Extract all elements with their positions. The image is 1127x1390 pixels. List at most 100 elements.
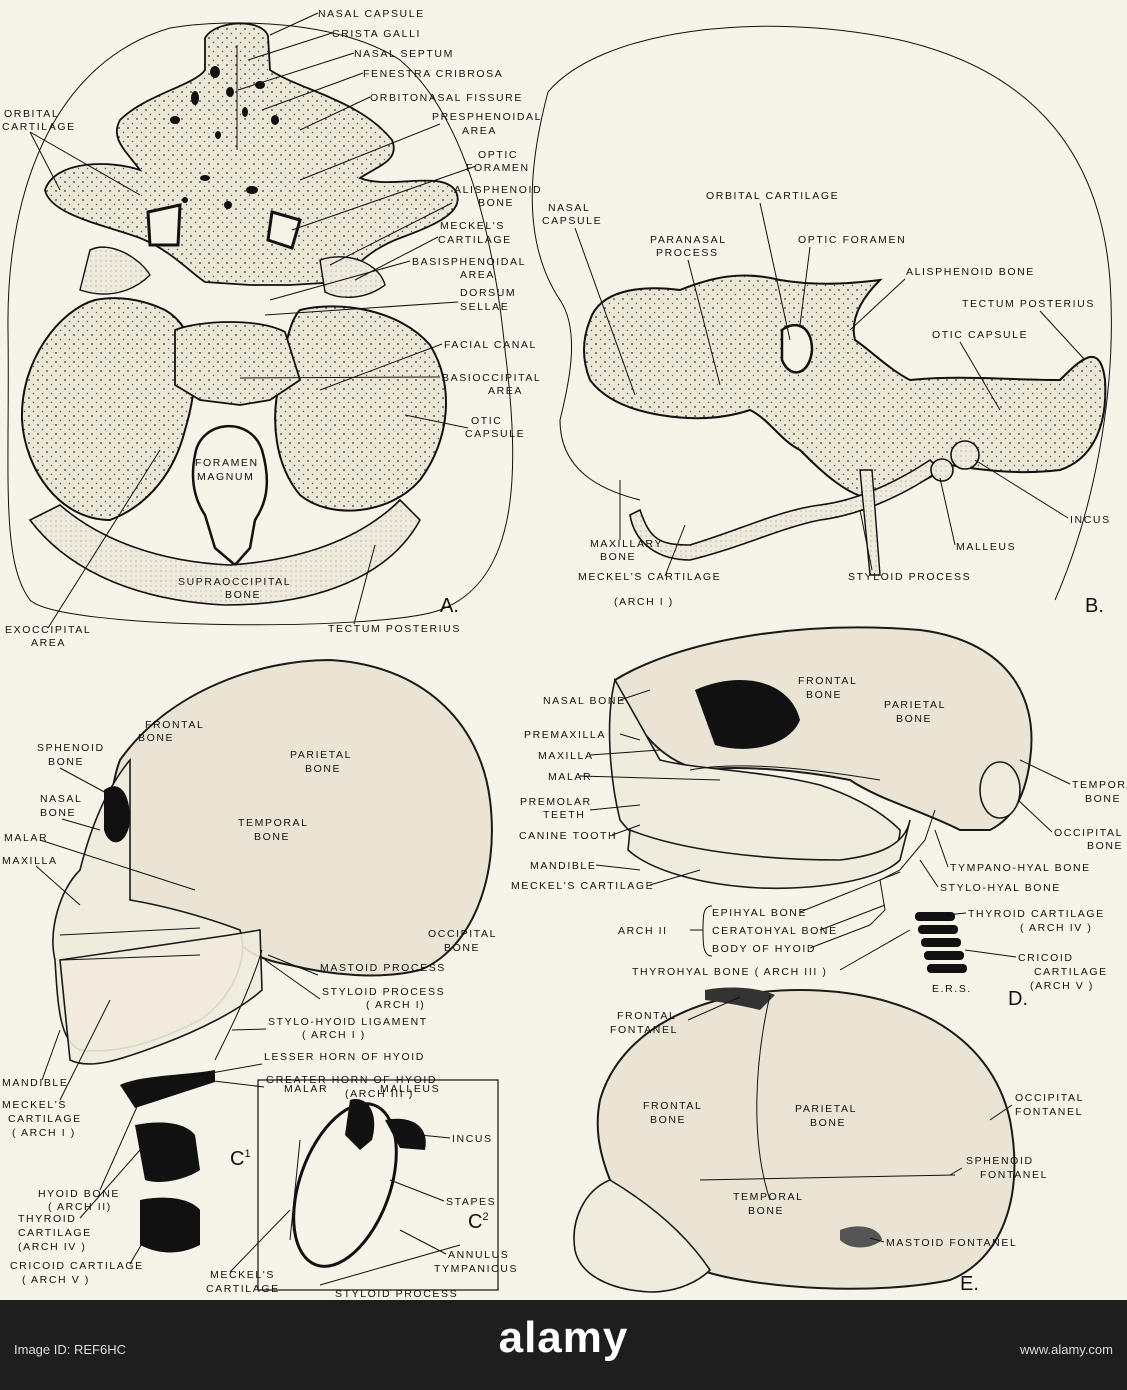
label-d-meckel: MECKEL'S CARTILAGE: [511, 880, 654, 892]
label-e-occipital-font-2: FONTANEL: [1015, 1106, 1083, 1118]
label-d-parietal-1: PARIETAL: [884, 699, 946, 711]
label-d-frontal-1: FRONTAL: [798, 675, 857, 687]
label-c-stylohyoid-1: STYLO-HYOID LIGAMENT: [268, 1016, 428, 1028]
label-e-parietal-1: PARIETAL: [795, 1103, 857, 1115]
label-c-thyroid-1: THYROID: [18, 1213, 76, 1225]
label-c-cricoid-2: ( ARCH V ): [22, 1274, 90, 1286]
label-d-premolar-1: PREMOLAR: [520, 796, 592, 808]
label-c-sphenoid-2: BONE: [48, 756, 84, 768]
panel-e-coronal-suture: [756, 994, 771, 1201]
label-d-body-hyoid: BODY OF HYOID: [712, 943, 816, 955]
nasal-capsule-shape: [44, 22, 459, 286]
panel-c2-styloid: [319, 1244, 461, 1286]
panel-d-letter: D.: [1008, 988, 1028, 1010]
label-c-temporal-1: TEMPORAL: [238, 817, 309, 829]
label-a-supraocc-1: SUPRAOCCIPITAL: [178, 576, 291, 588]
label-d-tympanohyal: TYMPANO-HYAL BONE: [950, 862, 1091, 874]
label-d-temporal-2: BONE: [1085, 793, 1121, 805]
label-d-occipital-2: BONE: [1087, 840, 1123, 852]
label-c-cricoid-1: CRICOID CARTILAGE: [10, 1260, 144, 1272]
label-a-crista-galli: CRISTA GALLI: [332, 28, 421, 40]
label-c-nasal-1: NASAL: [40, 793, 82, 805]
panel-e-mastoid-fontanel: [840, 1226, 882, 1248]
label-b-paranasal-1: PARANASAL: [650, 234, 727, 246]
panel-d-hyoid-chain: [869, 809, 936, 926]
panel-b: NASAL CAPSULE ORBITAL CARTILAGE PARANASA…: [531, 25, 1112, 617]
label-e-frontal-font-2: FONTANEL: [610, 1024, 678, 1036]
label-a-basiocc-2: AREA: [488, 385, 523, 397]
label-c-hyoid-2: ( ARCH II): [48, 1201, 112, 1213]
panel-c2-incus: [385, 1118, 426, 1150]
panel-b-incus: [950, 440, 980, 470]
label-c-maxilla: MAXILLA: [2, 855, 58, 867]
label-a-alisph-1: ALISPHENOID: [454, 184, 542, 196]
label-c-hyoid-1: HYOID BONE: [38, 1188, 120, 1200]
label-d-temporal-1: TEMPORAL: [1072, 779, 1127, 791]
panel-c-mandible: [59, 929, 263, 1065]
label-b-nasal-caps-1: NASAL: [548, 202, 590, 214]
panel-d-mandible: [627, 819, 911, 890]
label-b-alisph: ALISPHENOID BONE: [906, 266, 1035, 278]
label-c-greater-1: GREATER HORN OF HYOID: [266, 1074, 437, 1086]
panel-e-face: [573, 1179, 712, 1293]
label-d-premaxilla: PREMAXILLA: [524, 729, 606, 741]
label-b-tectum: TECTUM POSTERIUS: [962, 298, 1095, 310]
label-a-optic-2: FORAMEN: [466, 162, 530, 174]
label-e-temporal-2: BONE: [748, 1205, 784, 1217]
label-c-occipital-2: BONE: [444, 942, 480, 954]
label-d-initials: E.R.S.: [932, 983, 972, 995]
panel-b-face-outline: [531, 91, 641, 501]
panel-a-letter: A.: [440, 595, 459, 617]
panel-d: FRONTAL BONE PARIETAL BONE NASAL BONE PR…: [511, 626, 1127, 1010]
panel-d-bulla: [979, 761, 1021, 819]
label-c2-annulus-2: TYMPANICUS: [434, 1263, 518, 1275]
otic-capsule-left: [20, 297, 196, 522]
label-a-dorsum-2: SELLAE: [460, 301, 509, 313]
label-d-premolar-2: TEETH: [543, 809, 585, 821]
panel-b-letter: B.: [1085, 595, 1104, 617]
panel-c2-annulus: [292, 1102, 398, 1268]
label-c-frontal-2: BONE: [138, 732, 174, 744]
label-d-maxilla: MAXILLA: [538, 750, 594, 762]
anatomy-figure: NASAL CAPSULE CRISTA GALLI NASAL SEPTUM …: [2, 8, 1127, 1300]
label-c2-meckel-2: CARTILAGE: [206, 1283, 280, 1295]
panel-c-orbit: [104, 786, 130, 843]
label-c-mastoid: MASTOID PROCESS: [320, 962, 446, 974]
label-c2-stapes: STAPES: [446, 1196, 496, 1208]
label-d-cricoid-3: (ARCH V ): [1030, 980, 1094, 992]
label-e-frontal-2: BONE: [650, 1114, 686, 1126]
label-d-thyroid-2: ( ARCH IV ): [1020, 922, 1092, 934]
watermark-logo: alamy: [498, 1313, 629, 1362]
panel-b-skull-outline: [547, 25, 1112, 601]
panel-a: NASAL CAPSULE CRISTA GALLI NASAL SEPTUM …: [2, 8, 542, 649]
label-c-thyroid-3: (ARCH IV ): [18, 1241, 87, 1253]
label-a-nasal-septum: NASAL SEPTUM: [354, 48, 454, 60]
label-a-meckel-2: CARTILAGE: [438, 234, 512, 246]
label-d-cricoid-2: CARTILAGE: [1034, 966, 1108, 978]
label-c-occipital-1: OCCIPITAL: [428, 928, 497, 940]
label-a-exocc-2: AREA: [31, 637, 66, 649]
site-url-text: www.alamy.com: [1020, 1342, 1113, 1357]
panel-b-malleus: [930, 458, 954, 482]
label-b-maxillary-2: BONE: [600, 551, 636, 563]
label-c2-incus: INCUS: [452, 1133, 493, 1145]
panel-c2-letter: C2: [468, 1211, 489, 1233]
panel-c1-letter: C1: [230, 1148, 251, 1170]
label-b-incus: INCUS: [1070, 514, 1111, 526]
label-c-stylohyoid-2: ( ARCH I ): [302, 1029, 366, 1041]
label-a-presph-2: AREA: [462, 125, 497, 137]
optic-foramen-right: [266, 210, 302, 250]
label-a-presph-1: PRESPHENOIDAL: [432, 111, 542, 123]
label-e-sphenoid-font-1: SPHENOID: [966, 1155, 1034, 1167]
panel-c-stylohyoid: [214, 949, 263, 1061]
label-d-epihyal: EPIHYAL BONE: [712, 907, 807, 919]
label-a-exocc-1: EXOCCIPITAL: [5, 624, 91, 636]
label-c-malar: MALAR: [4, 832, 48, 844]
label-e-parietal-2: BONE: [810, 1117, 846, 1129]
label-d-canine: CANINE TOOTH: [519, 830, 617, 842]
label-a-otic-1: OTIC: [471, 415, 502, 427]
label-a-alisph-2: BONE: [478, 197, 514, 209]
label-a-supraocc-2: BONE: [225, 589, 261, 601]
label-a-basisph-2: AREA: [460, 269, 495, 281]
label-a-fenestra: FENESTRA CRIBROSA: [363, 68, 503, 80]
